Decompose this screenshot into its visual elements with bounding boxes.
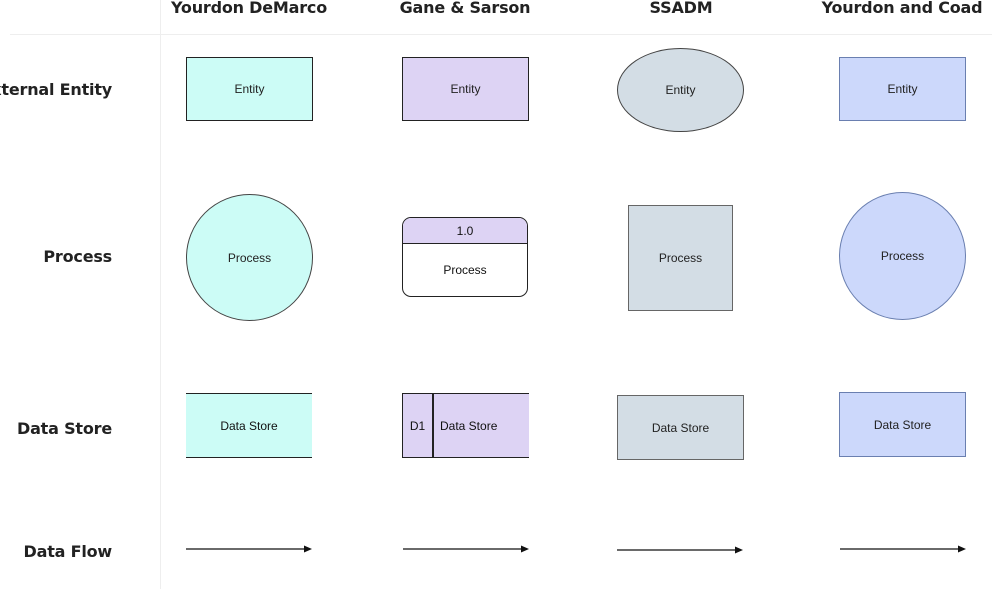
process-body: Process	[403, 244, 527, 296]
shape-label: Entity	[234, 82, 265, 96]
shape-label: Data Store	[651, 420, 710, 435]
ssadm-data-store-shape: Data Store	[617, 395, 744, 460]
data-store-name: Data Store	[434, 394, 529, 457]
shape-label: Entity	[887, 82, 918, 96]
row-header-process: Process	[43, 247, 112, 266]
process-id-band: 1.0	[403, 218, 527, 244]
gane-sarson-entity-shape: Entity	[402, 57, 529, 121]
shape-label: Data Store	[873, 417, 932, 432]
shape-label: Entity	[665, 83, 696, 97]
row-header-divider	[160, 0, 161, 589]
gane-sarson-data-flow-arrow	[403, 545, 529, 553]
row-header-data-store: Data Store	[16, 419, 112, 438]
ssadm-data-flow-arrow	[617, 546, 743, 554]
yourdon-coad-entity-shape: Entity	[839, 57, 966, 121]
yourdon-demarco-data-flow-arrow	[186, 545, 312, 553]
gane-sarson-data-store-shape: D1 Data Store	[402, 393, 529, 458]
row-header-external-entity: External Entity	[0, 80, 112, 99]
gane-sarson-process-shape: 1.0 Process	[402, 217, 528, 297]
data-store-id-label: D1	[409, 418, 426, 433]
column-header-yourdon-coad: Yourdon and Coad	[821, 0, 983, 17]
shape-label: Process	[880, 249, 925, 263]
yourdon-demarco-process-shape: Process	[186, 194, 313, 321]
yourdon-coad-data-store-shape: Data Store	[839, 392, 966, 457]
data-store-id: D1	[403, 394, 434, 457]
shape-label: Data Store	[440, 418, 498, 433]
ssadm-entity-shape: Entity	[617, 48, 744, 132]
header-divider	[10, 34, 992, 35]
shape-label: Entity	[450, 82, 481, 96]
process-id: 1.0	[456, 223, 474, 238]
yourdon-demarco-entity-shape: Entity	[186, 57, 313, 121]
shape-label: Data Store	[220, 418, 278, 433]
yourdon-coad-data-flow-arrow	[840, 545, 966, 553]
yourdon-coad-process-shape: Process	[839, 192, 966, 320]
row-header-data-flow: Data Flow	[23, 542, 113, 561]
ssadm-process-shape: Process	[628, 205, 733, 311]
column-header-yourdon-demarco: Yourdon DeMarco	[170, 0, 328, 17]
column-header-gane-sarson: Gane & Sarson	[399, 0, 531, 17]
yourdon-demarco-data-store-shape: Data Store	[186, 393, 312, 458]
shape-label: Process	[658, 251, 703, 265]
shape-label: Process	[227, 250, 272, 265]
shape-label: Process	[443, 263, 487, 277]
column-header-ssadm: SSADM	[649, 0, 713, 17]
